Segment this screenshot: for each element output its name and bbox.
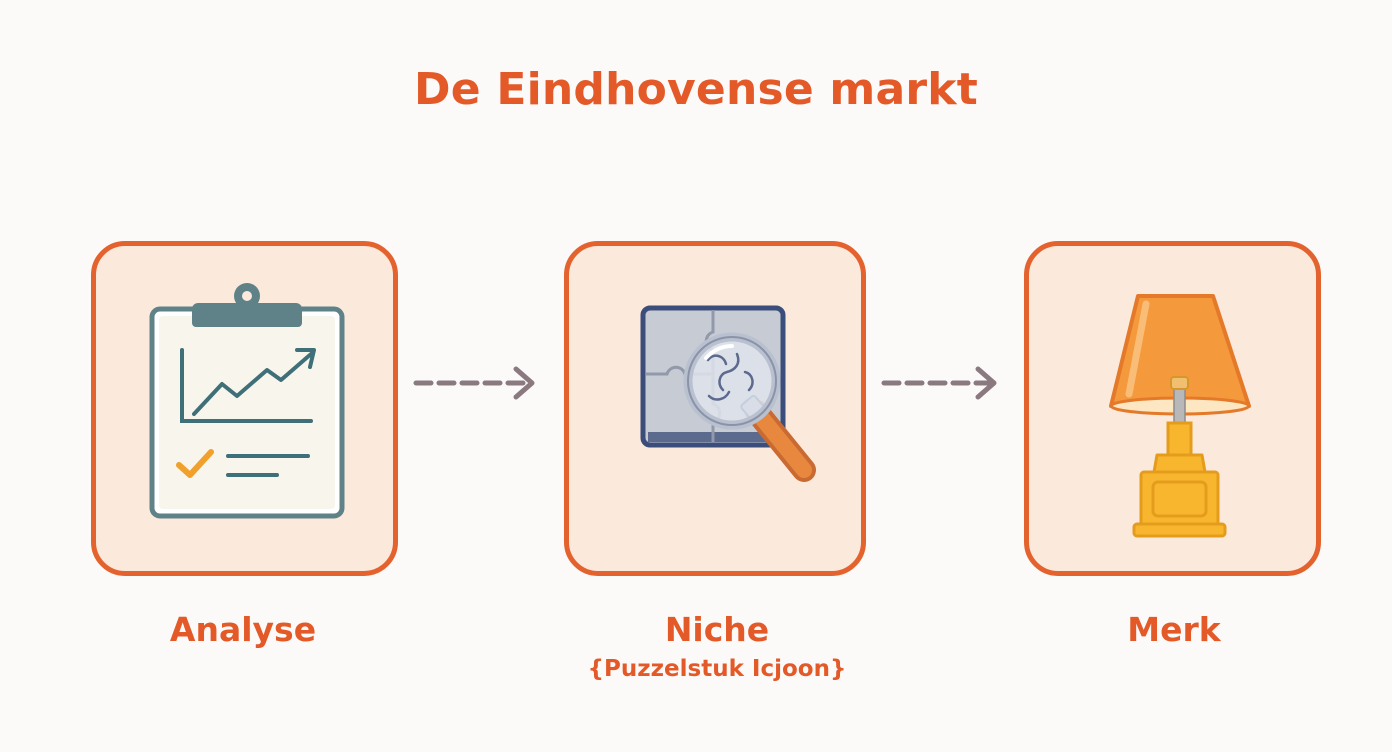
clipboard-chart-icon (149, 283, 345, 519)
step-label-analyse: Analyse (169, 610, 317, 649)
lamp-icon (1109, 294, 1251, 538)
dashed-arrow-2 (881, 366, 997, 400)
card-merk (1024, 241, 1321, 576)
step-label-niche: Niche (664, 610, 770, 649)
card-niche (564, 241, 866, 576)
step-label-merk: Merk (1127, 610, 1221, 649)
step-sublabel-niche: {Puzzelstuk Icjoon} (587, 656, 847, 682)
puzzle-magnifier-icon (640, 305, 816, 482)
card-analyse (91, 241, 398, 576)
diagram-title: De Eindhovense markt (414, 64, 978, 115)
dashed-arrow-1 (413, 366, 535, 400)
